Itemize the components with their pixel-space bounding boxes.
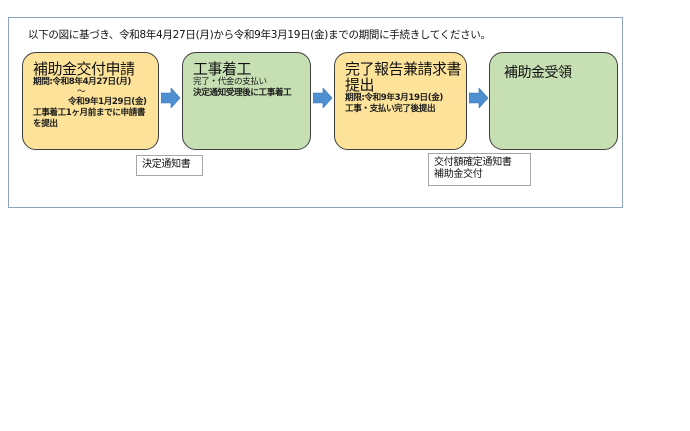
step-subsidy-receipt: 補助金受領 <box>489 52 618 150</box>
instruction-text: 以下の図に基づき、令和8年4月27日(月)から令和9年3月19日(金)までの期間… <box>28 29 491 41</box>
step-application: 補助金交付申請 期間:令和8年4月27日(月) ～ 令和9年1月29日(金) 工… <box>22 52 159 150</box>
step-construction: 工事着工 完了・代金の支払い 決定通知受理後に工事着工 <box>182 52 311 150</box>
step-period-tilde: ～ <box>77 87 86 97</box>
step-period: 期間:令和8年4月27日(月) <box>33 77 131 87</box>
step-title: 補助金受領 <box>504 65 572 81</box>
step-deadline: 期限:令和9年3月19日(金) <box>345 93 443 103</box>
note-line: 決定通知書 <box>142 159 191 170</box>
right-arrow-icon <box>313 88 332 108</box>
step-line: 完了・代金の支払い <box>193 77 267 87</box>
step-title: 補助金交付申請 <box>33 60 135 78</box>
step-completion-report: 完了報告兼請求書提出 期限:令和9年3月19日(金) 工事・支払い完了後提出 <box>334 52 467 150</box>
step-title: 工事着工 <box>193 60 252 78</box>
note-decision-notice: 決定通知書 <box>136 155 203 176</box>
step-period-end: 令和9年1月29日(金) <box>68 97 147 107</box>
step-line: 決定通知受理後に工事着工 <box>193 88 292 98</box>
step-note: 工事着工1ヶ月前までに申請書を提出 <box>33 108 146 129</box>
step-title: 完了報告兼請求書提出 <box>345 60 462 94</box>
step-line: 工事・支払い完了後提出 <box>345 104 436 114</box>
note-line: 交付額確定通知書 <box>434 157 512 168</box>
right-arrow-icon <box>469 88 488 108</box>
note-final-notice: 交付額確定通知書 補助金交付 <box>428 153 531 186</box>
note-line: 補助金交付 <box>434 169 483 180</box>
right-arrow-icon <box>161 88 180 108</box>
